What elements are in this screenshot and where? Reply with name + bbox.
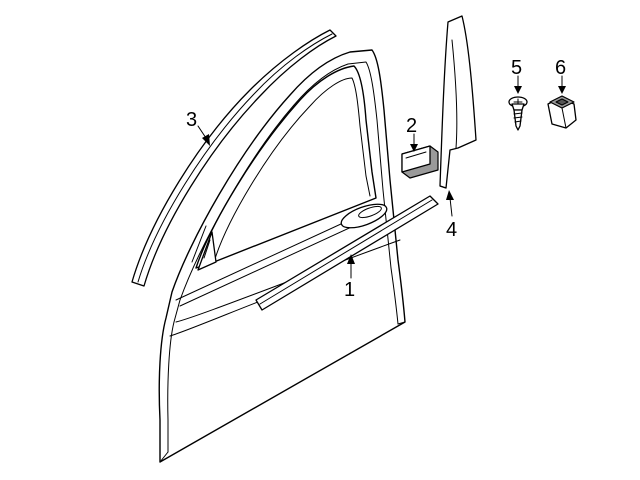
callout-1: 1 xyxy=(344,279,355,301)
part-5-screw xyxy=(508,96,528,131)
callout-5: 5 xyxy=(511,57,522,79)
callout-2: 2 xyxy=(406,115,417,137)
part-1-door-moulding xyxy=(255,195,439,311)
part-4-pillar-trim xyxy=(439,15,477,189)
callout-3: 3 xyxy=(186,109,197,131)
part-6-clip-nut xyxy=(547,95,577,129)
part-3-frame-moulding xyxy=(131,29,337,287)
part-2-moulding-end-cap xyxy=(401,145,439,179)
leader-lines xyxy=(197,75,566,279)
callout-6: 6 xyxy=(555,57,566,79)
callout-4: 4 xyxy=(446,219,457,241)
front-door-shell xyxy=(158,49,406,463)
